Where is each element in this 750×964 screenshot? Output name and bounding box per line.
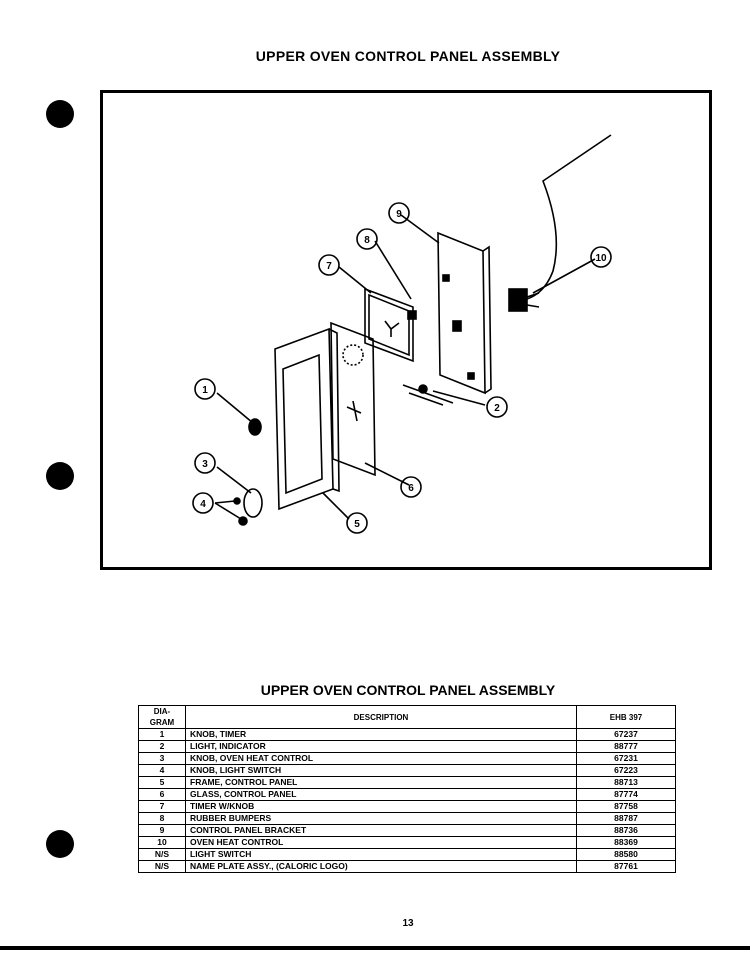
diagram-number: N/S xyxy=(138,848,186,861)
exploded-diagram: 1 2 3 4 5 6 7 8 9 10 xyxy=(100,90,712,570)
probe-wire xyxy=(517,134,612,302)
diagram-number: 5 xyxy=(138,776,186,789)
part-description: TIMER W/KNOB xyxy=(185,800,577,813)
header-description: DESCRIPTION xyxy=(185,705,577,729)
part-number: 88369 xyxy=(576,836,676,849)
part-number: 87774 xyxy=(576,788,676,801)
part-number: 88736 xyxy=(576,824,676,837)
part-number: 87761 xyxy=(576,860,676,873)
header-diagram: DIA-GRAM xyxy=(138,705,186,729)
control-panel-glass xyxy=(330,321,376,477)
diagram-number: 4 xyxy=(138,764,186,777)
binder-hole xyxy=(46,462,74,490)
part-number: 88787 xyxy=(576,812,676,825)
diagram-number: 8 xyxy=(138,812,186,825)
diagram-number: 7 xyxy=(138,800,186,813)
part-description: NAME PLATE ASSY., (CALORIC LOGO) xyxy=(185,860,577,873)
part-number: 88580 xyxy=(576,848,676,861)
part-description: GLASS, CONTROL PANEL xyxy=(185,788,577,801)
part-number: 67237 xyxy=(576,728,676,741)
diagram-number: 1 xyxy=(138,728,186,741)
oven-heat-control xyxy=(508,288,528,312)
part-description: LIGHT SWITCH xyxy=(185,848,577,861)
callout-4: 4 xyxy=(200,499,206,510)
oven-heat-control-knob xyxy=(243,488,263,518)
part-description: KNOB, TIMER xyxy=(185,728,577,741)
diagram-number: 6 xyxy=(138,788,186,801)
table-title: UPPER OVEN CONTROL PANEL ASSEMBLY xyxy=(260,682,556,698)
part-description: OVEN HEAT CONTROL xyxy=(185,836,577,849)
callout-8: 8 xyxy=(364,235,370,246)
part-number: 88713 xyxy=(576,776,676,789)
callout-5: 5 xyxy=(354,519,360,530)
callout-2: 2 xyxy=(494,403,500,414)
page-number: 13 xyxy=(402,918,414,929)
diagram-number: 9 xyxy=(138,824,186,837)
callout-10: 10 xyxy=(595,253,607,264)
diagram-number: 3 xyxy=(138,752,186,765)
callout-3: 3 xyxy=(202,459,208,470)
callout-9: 9 xyxy=(396,209,402,220)
header-part-number: EHB 397 xyxy=(576,705,676,729)
control-panel-bracket xyxy=(437,231,486,395)
binder-hole xyxy=(46,830,74,858)
callouts xyxy=(192,202,612,534)
diagram-number: N/S xyxy=(138,860,186,873)
callout-1: 1 xyxy=(202,385,208,396)
part-number: 67231 xyxy=(576,752,676,765)
part-description: KNOB, OVEN HEAT CONTROL xyxy=(185,752,577,765)
scan-edge xyxy=(0,946,750,950)
timer-body xyxy=(364,287,414,363)
binder-hole xyxy=(46,100,74,128)
exploded-diagram-drawing: 1 2 3 4 5 6 7 8 9 10 xyxy=(192,134,612,534)
callout-7: 7 xyxy=(326,261,332,272)
part-description: CONTROL PANEL BRACKET xyxy=(185,824,577,837)
part-description: FRAME, CONTROL PANEL xyxy=(185,776,577,789)
table-header-row: DIA-GRAM DESCRIPTION EHB 397 xyxy=(138,705,676,729)
part-number: 88777 xyxy=(576,740,676,753)
part-description: LIGHT, INDICATOR xyxy=(185,740,577,753)
part-description: RUBBER BUMPERS xyxy=(185,812,577,825)
part-number: 67223 xyxy=(576,764,676,777)
part-description: KNOB, LIGHT SWITCH xyxy=(185,764,577,777)
diagram-number: 2 xyxy=(138,740,186,753)
page-title: UPPER OVEN CONTROL PANEL ASSEMBLY xyxy=(255,48,561,64)
diagram-number: 10 xyxy=(138,836,186,849)
part-number: 87758 xyxy=(576,800,676,813)
callout-6: 6 xyxy=(408,483,414,494)
